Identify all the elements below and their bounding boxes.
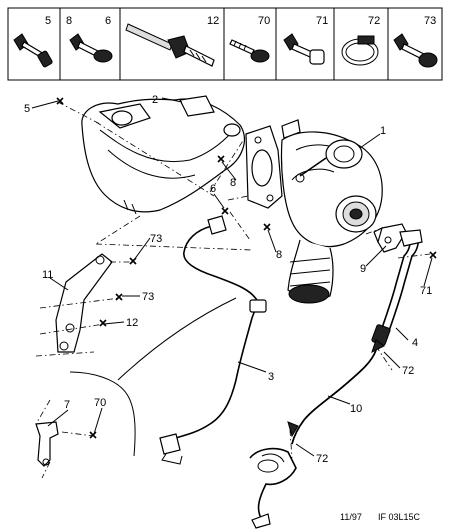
parts-header-strip: 5 8 6 12 70 71 72 73 <box>7 7 443 81</box>
callout-8-lower: 8 <box>276 249 282 261</box>
engine-block-outline <box>69 371 136 457</box>
callout-11: 11 <box>42 269 53 281</box>
callout-5: 5 <box>24 103 30 115</box>
flange-bolt-icon <box>69 33 113 63</box>
turbocharger <box>280 119 387 304</box>
hose-outlet-fitting <box>249 447 297 529</box>
turbo-flange-plate <box>245 125 283 209</box>
callout-9: 9 <box>360 263 366 275</box>
footer-date: 11/97 <box>340 512 362 522</box>
header-ref-12: 12 <box>207 15 219 27</box>
oil-feed-pipe <box>159 215 267 465</box>
fastener-marker <box>221 207 229 215</box>
fastener-marker <box>115 293 123 301</box>
callout-3: 3 <box>268 371 274 383</box>
callout-72-lower: 72 <box>316 453 328 465</box>
footer-code: IF 03L15C <box>378 512 421 522</box>
callout-70: 70 <box>94 397 106 409</box>
callout-73-lower: 73 <box>142 291 154 303</box>
bracket-9 <box>377 223 407 253</box>
header-ref-8: 8 <box>66 15 72 27</box>
leader-lines <box>31 97 433 457</box>
callout-2: 2 <box>152 94 158 106</box>
fastener-marker <box>99 319 107 327</box>
assembly-lines <box>35 101 431 479</box>
fastener-marker <box>217 155 225 163</box>
callout-6: 6 <box>210 183 216 195</box>
hose-clip-icon <box>341 35 379 66</box>
coolant-hose <box>291 349 377 445</box>
callout-72-upper: 72 <box>402 365 414 377</box>
callout-8-upper: 8 <box>230 177 236 189</box>
support-bracket-11 <box>55 253 113 353</box>
fastener-marker <box>56 97 64 105</box>
callout-73-upper: 73 <box>150 233 162 245</box>
clip-arrows <box>287 339 385 438</box>
spacer-bolt-icon <box>283 33 325 65</box>
fastener-marker <box>89 431 97 439</box>
bolt-icon <box>13 33 53 68</box>
callout-1: 1 <box>380 125 386 137</box>
header-frame <box>7 7 443 81</box>
flange-bolt-icon <box>393 33 438 68</box>
header-ref-70: 70 <box>258 15 270 27</box>
header-ref-72: 72 <box>368 15 380 27</box>
bracket-7 <box>35 421 59 467</box>
screw-icon <box>229 39 270 63</box>
header-ref-73: 73 <box>424 15 436 27</box>
header-ref-6: 6 <box>105 15 111 27</box>
header-ref-71: 71 <box>316 15 328 27</box>
fastener-marker <box>429 251 437 259</box>
callout-10: 10 <box>350 403 362 415</box>
header-ref-5: 5 <box>45 15 51 27</box>
exhaust-manifold <box>81 95 245 215</box>
stud-icon <box>125 23 215 67</box>
fastener-markers <box>56 97 437 439</box>
engine-contour-line <box>117 297 237 381</box>
callout-12: 12 <box>126 317 138 329</box>
callout-7: 7 <box>64 399 70 411</box>
callout-71: 71 <box>420 285 432 297</box>
fastener-marker <box>263 223 271 231</box>
callout-4: 4 <box>412 337 418 349</box>
